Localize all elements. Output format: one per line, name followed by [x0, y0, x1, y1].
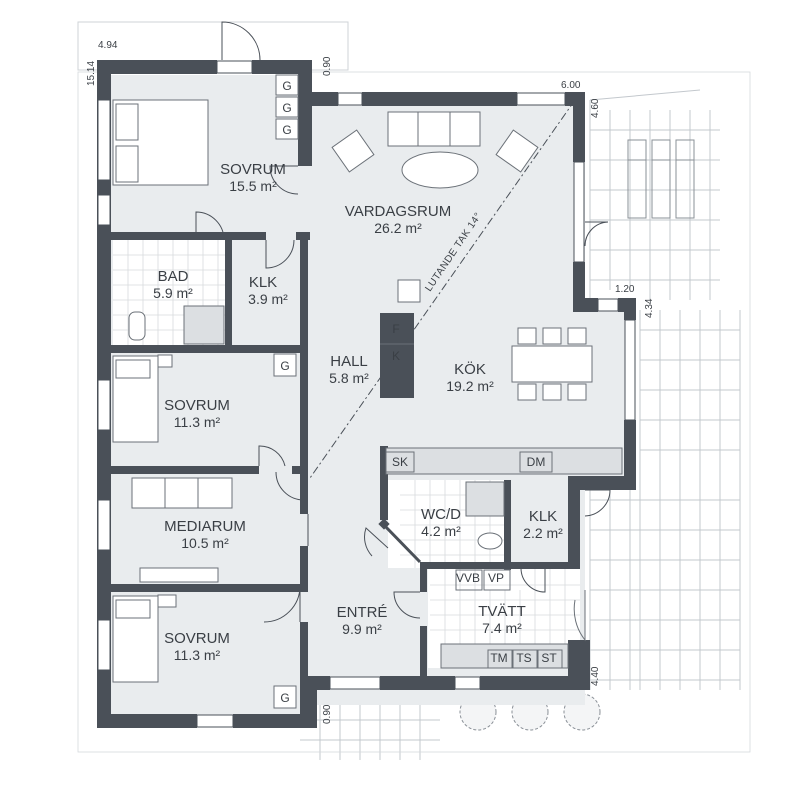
room-area: 11.3 m²: [174, 647, 221, 663]
room-area: 19.2 m²: [446, 378, 494, 394]
wardrobe-label: G: [282, 101, 291, 115]
outdoor-decking: [77, 21, 751, 760]
dimension: 0.90: [322, 56, 333, 76]
dimension: 0.90: [322, 704, 333, 724]
roof-slope-line: [309, 99, 576, 479]
freezer-label: K: [392, 349, 400, 363]
drying-cabinet-label: ST: [541, 651, 557, 665]
diagonal-wall: [382, 520, 422, 564]
dimension: 4.94: [98, 40, 118, 51]
dimension-labels: 4.94 15.14 0.90 6.00 4.60 1.20 4.34 4.40…: [86, 40, 655, 724]
room-area: 4.2 m²: [421, 523, 461, 539]
fixture-boxes: [380, 343, 563, 669]
wardrobe-label: G: [280, 359, 289, 373]
walls: [97, 60, 636, 728]
heat-pump-label: VP: [488, 571, 504, 585]
dimension: 15.14: [86, 61, 97, 86]
room-label: KLK: [529, 508, 557, 525]
dimension: 4.34: [644, 298, 655, 318]
room-area: 3.9 m²: [248, 291, 288, 307]
wardrobe-label: G: [280, 691, 289, 705]
room-label: TVÄTT: [478, 603, 526, 620]
room-label: SOVRUM: [220, 161, 286, 178]
terrace-grid-lower-right: [589, 310, 741, 690]
room-label: KÖK: [454, 360, 486, 378]
wardrobe-label: G: [282, 79, 291, 93]
room-area: 26.2 m²: [374, 220, 422, 236]
room-area: 9.9 m²: [342, 621, 382, 637]
room-area: 7.4 m²: [482, 620, 522, 636]
room-label: WC/D: [421, 506, 461, 523]
dimension: 6.00: [561, 80, 581, 91]
dryer-label: TS: [516, 651, 531, 665]
room-area: 15.5 m²: [229, 178, 277, 194]
doors: [195, 21, 611, 642]
room-area: 10.5 m²: [181, 535, 229, 551]
room-label: SOVRUM: [164, 397, 230, 414]
washer-label: TM: [490, 651, 507, 665]
fixture-labels: G G G G G F K SK DM VVB VP TM TS ST: [280, 79, 557, 705]
room-label: VARDAGSRUM: [345, 203, 451, 220]
room-label: MEDIARUM: [164, 518, 246, 535]
room-label: SOVRUM: [164, 630, 230, 647]
room-area: 2.2 m²: [523, 525, 563, 541]
dishwasher-label: DM: [527, 455, 546, 469]
furniture: [112, 74, 623, 709]
windows: [97, 60, 636, 728]
water-heater-label: VVB: [456, 571, 480, 585]
wardrobe-label: G: [282, 123, 291, 137]
room-area: 11.3 m²: [174, 414, 221, 430]
sunbeds: [627, 139, 695, 219]
roof-overhang-outline: [77, 71, 751, 753]
dimension: 1.20: [615, 284, 635, 295]
room-label: BAD: [158, 268, 189, 285]
dimension: 4.60: [590, 98, 601, 118]
terrace-grid-right: [589, 89, 720, 300]
room-area: 5.9 m²: [153, 285, 193, 301]
dimension: 4.40: [590, 666, 601, 686]
room-label: KLK: [249, 274, 277, 291]
fridge-label: F: [392, 322, 399, 336]
room-labels: SOVRUM 15.5 m² VARDAGSRUM 26.2 m² BAD 5.…: [153, 161, 563, 663]
sink-label: SK: [392, 455, 408, 469]
room-label: ENTRÉ: [337, 604, 388, 621]
room-area: 5.8 m²: [329, 370, 369, 386]
room-label: HALL: [330, 353, 368, 370]
